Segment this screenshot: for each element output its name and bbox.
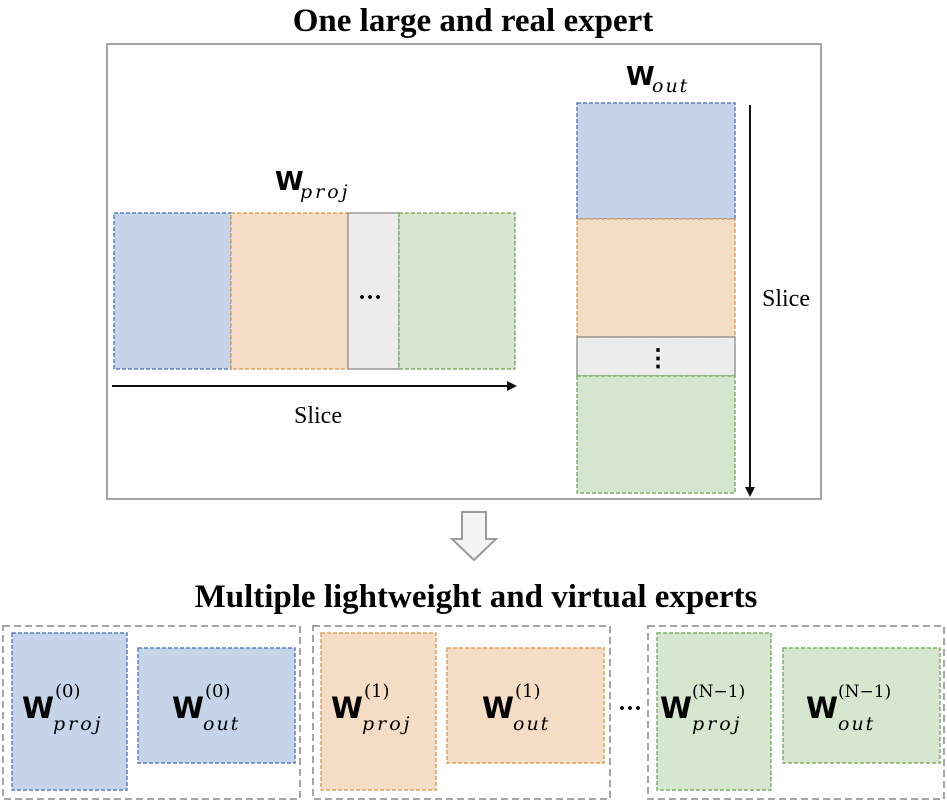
expert-1-out-sub: out bbox=[513, 713, 550, 735]
down-arrow-icon bbox=[449, 511, 499, 562]
w-out-symbol: W bbox=[626, 62, 655, 92]
w-proj-symbol: W bbox=[275, 167, 304, 197]
expert-0-out-block bbox=[137, 647, 296, 764]
expert-1-out-w: W bbox=[482, 691, 514, 725]
w-out-subscript: out bbox=[652, 75, 689, 97]
w-proj-block-green bbox=[398, 212, 516, 370]
horizontal-slice-label: Slice bbox=[294, 403, 342, 429]
w-proj-block-orange bbox=[230, 212, 349, 370]
expert-n-proj-sub: proj bbox=[692, 713, 743, 735]
expert-n-out-sub: out bbox=[838, 713, 875, 735]
expert-1-frame bbox=[312, 625, 611, 800]
expert-0-frame bbox=[2, 625, 301, 800]
w-out-matrix: ⋮ bbox=[576, 102, 736, 494]
w-out-block-blue bbox=[576, 102, 736, 220]
w-out-ellipsis: ⋮ bbox=[646, 346, 670, 372]
virtual-expert-1: W (1) proj W (1) out bbox=[312, 625, 611, 800]
w-out-label: W out bbox=[626, 62, 689, 97]
expert-n-frame bbox=[647, 625, 945, 800]
expert-1-proj-index: (1) bbox=[364, 681, 390, 702]
expert-n-proj-index: (N−1) bbox=[692, 682, 745, 702]
expert-0-proj-block bbox=[11, 632, 128, 791]
expert-1-proj-block bbox=[320, 632, 437, 791]
vertical-slice-label: Slice bbox=[762, 286, 810, 312]
expert-0-out-sub: out bbox=[203, 713, 240, 735]
w-proj-matrix: ··· bbox=[113, 212, 516, 370]
virtual-expert-n-minus-1: W (N−1) proj W (N−1) out bbox=[647, 625, 945, 800]
expert-1-proj-sub: proj bbox=[362, 713, 413, 735]
w-out-block-orange bbox=[576, 218, 736, 338]
w-proj-ellipsis: ··· bbox=[358, 285, 382, 311]
expert-0-proj-sub: proj bbox=[53, 713, 104, 735]
expert-1-out-index: (1) bbox=[515, 681, 541, 702]
expert-n-out-index: (N−1) bbox=[838, 682, 891, 702]
w-proj-block-blue bbox=[113, 212, 232, 370]
expert-1-out-block bbox=[446, 647, 605, 764]
expert-n-out-block bbox=[782, 647, 941, 764]
bottom-title: Multiple lightweight and virtual experts bbox=[195, 579, 758, 615]
expert-0-out-w: W bbox=[172, 691, 204, 725]
expert-n-proj-w: W bbox=[660, 691, 692, 725]
expert-1-proj-w: W bbox=[331, 691, 363, 725]
expert-0-out-index: (0) bbox=[205, 681, 231, 702]
expert-n-proj-block bbox=[656, 632, 772, 791]
expert-0-proj-w: W bbox=[22, 691, 54, 725]
w-proj-label: W proj bbox=[275, 167, 351, 203]
expert-0-proj-index: (0) bbox=[55, 681, 81, 702]
w-proj-subscript: proj bbox=[300, 181, 351, 203]
w-out-block-green bbox=[576, 375, 736, 494]
top-title: One large and real expert bbox=[293, 3, 654, 39]
experts-ellipsis: ··· bbox=[618, 696, 642, 722]
expert-n-out-w: W bbox=[806, 691, 838, 725]
virtual-expert-0: W (0) proj W (0) out bbox=[2, 625, 301, 800]
